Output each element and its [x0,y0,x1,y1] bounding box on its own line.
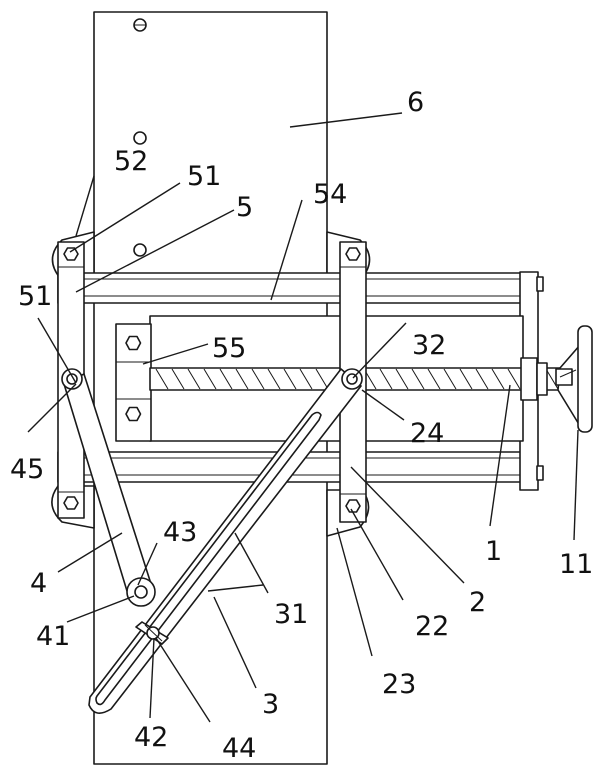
label-3: 3 [262,689,279,720]
hex-bolt-icon [345,247,361,261]
label-22: 22 [415,611,449,642]
slider-block-55 [115,323,152,442]
leader-lines [27,112,579,723]
hex-bolt-icon [125,335,142,351]
label-11: 11 [559,549,593,580]
label-23: 23 [382,669,416,700]
label-6: 6 [407,87,424,118]
label-24: 24 [410,418,444,449]
label-5: 5 [236,192,253,223]
plate-hole [133,243,147,257]
label-44: 44 [222,733,256,764]
label-51-top: 51 [187,161,221,192]
label-54: 54 [313,179,347,210]
label-42: 42 [134,722,168,753]
label-55: 55 [212,333,246,364]
hex-bolt-icon [125,406,142,422]
label-4: 4 [30,568,47,599]
hex-bolt-icon [63,247,79,261]
label-32: 32 [412,330,446,361]
pivot-41 [134,585,148,599]
guide-rail-top [57,272,525,304]
hex-bolt-icon [345,499,361,513]
label-2: 2 [469,587,486,618]
label-43: 43 [163,517,197,548]
plate-hole [133,131,147,145]
label-51-left: 51 [18,281,52,312]
lever-slot-31 [95,411,322,706]
label-1: 1 [485,536,502,567]
label-41: 41 [36,621,70,652]
label-52: 52 [114,146,148,177]
label-31: 31 [274,599,308,630]
hex-bolt-icon [63,496,79,510]
label-45: 45 [10,454,44,485]
